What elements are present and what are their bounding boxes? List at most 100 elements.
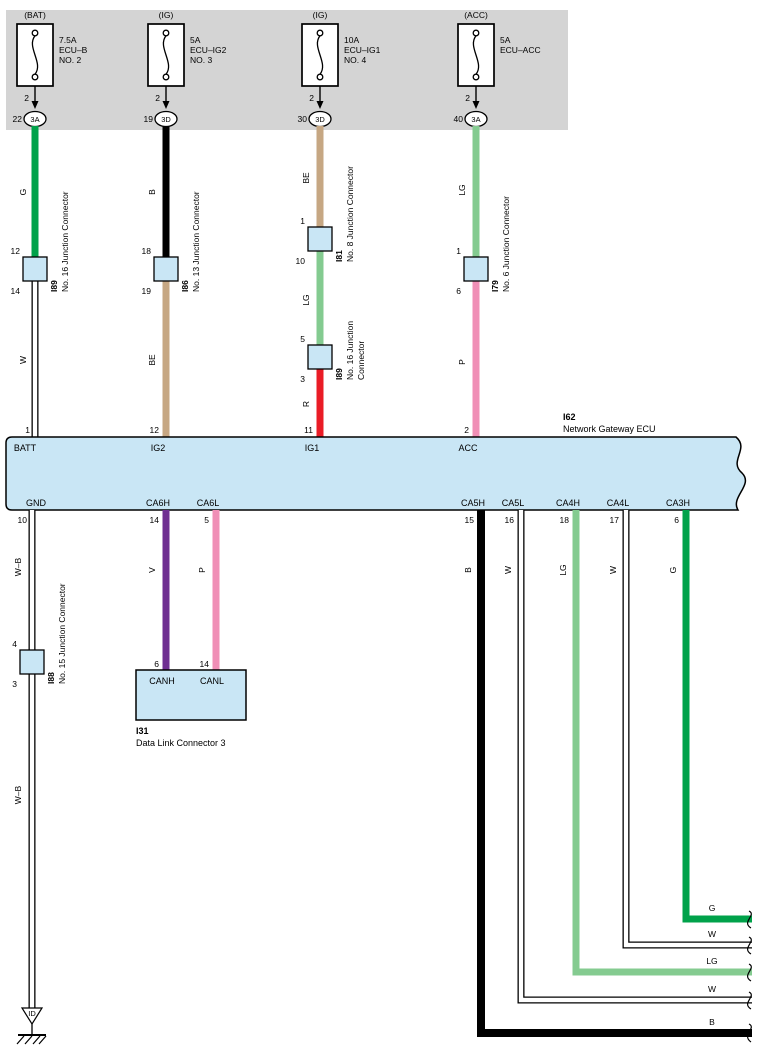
wire-ca4l-core xyxy=(623,510,752,948)
fuse-name: ECU–B xyxy=(59,45,88,55)
pin-number: 14 xyxy=(150,515,160,525)
wire-ca5l-white xyxy=(517,510,752,1004)
ecu-pin-label: IG1 xyxy=(305,443,320,453)
bus-wires: B W LG W G G W LG W B xyxy=(463,510,752,1043)
junction-box xyxy=(307,344,333,370)
wire-ca5h-black xyxy=(477,510,752,1037)
wire-beige xyxy=(162,281,170,437)
fuse-tag: (BAT) xyxy=(24,10,46,20)
wire-beige xyxy=(316,126,324,227)
pin-number: 15 xyxy=(465,515,475,525)
fuse-pin: 2 xyxy=(155,93,160,103)
pin-number: 1 xyxy=(25,425,30,435)
ecu-pin-label: CA6H xyxy=(146,498,170,508)
pin-number: 10 xyxy=(296,256,306,266)
fuse-name: ECU–ACC xyxy=(500,45,541,55)
exit-wire-label: LG xyxy=(706,956,717,966)
ecu-box xyxy=(5,436,747,511)
terminal-code: 3D xyxy=(161,115,171,124)
pin-number: 19 xyxy=(142,286,152,296)
wire-color-label: BE xyxy=(147,354,157,366)
fuse-rating: 10A xyxy=(344,35,359,45)
fuse-icon xyxy=(162,29,170,81)
terminal-number: 40 xyxy=(454,114,464,124)
fuse-number: NO. 4 xyxy=(344,55,366,65)
wire-green xyxy=(31,126,39,257)
ecu-block: I62 Network Gateway ECU BATT IG2 IG1 ACC… xyxy=(5,412,747,511)
junction-id: I89 xyxy=(49,280,59,292)
pin-number: 14 xyxy=(200,659,210,669)
wire-color-label: V xyxy=(147,567,157,573)
junction-i81: 1 10 I81 No. 8 Junction Connector xyxy=(296,166,355,266)
fuse-bat: (BAT) 7.5A ECU–B NO. 2 2 22 3A xyxy=(13,10,88,128)
wire-color-label: B xyxy=(147,189,157,195)
fuse-number: NO. 2 xyxy=(59,55,81,65)
ground-code: ID xyxy=(28,1009,36,1018)
junction-name: Connector xyxy=(356,341,366,380)
wire-light-green xyxy=(472,126,480,257)
wire-color-label: B xyxy=(463,567,473,573)
exit-wire-label: B xyxy=(709,1017,715,1027)
pin-number: 16 xyxy=(505,515,515,525)
fuse-tag: (IG) xyxy=(313,10,328,20)
fuse-icon xyxy=(31,29,39,81)
arrow-down-icon xyxy=(162,101,170,109)
fuse-rating: 5A xyxy=(500,35,511,45)
junction-name: No. 15 Junction Connector xyxy=(57,583,67,684)
wire-color-label: W xyxy=(503,566,513,574)
wire-color-label: LG xyxy=(558,564,568,575)
pin-number: 12 xyxy=(11,246,21,256)
exit-wire-label: G xyxy=(709,903,716,913)
fuse-icon xyxy=(472,29,480,81)
pin-number: 5 xyxy=(204,515,209,525)
fuse-rating: 5A xyxy=(190,35,201,45)
ecu-pin-label: CA5L xyxy=(502,498,525,508)
junction-i89: 12 14 I89 No. 16 Junction Connector xyxy=(11,191,70,296)
junction-box xyxy=(307,226,333,252)
wire-color-label: R xyxy=(301,401,311,407)
wire-red xyxy=(316,369,324,437)
circuit-batt: G W xyxy=(18,126,39,437)
wire-color-label: P xyxy=(457,359,467,365)
dlc-id: I31 xyxy=(136,726,149,736)
junction-id: I88 xyxy=(46,672,56,684)
terminal-code: 3D xyxy=(315,115,325,124)
wire-black xyxy=(162,126,170,257)
wire-pink xyxy=(212,510,220,670)
pin-number: 6 xyxy=(674,515,679,525)
wire-color-label: W xyxy=(18,356,28,364)
junction-id: I86 xyxy=(180,280,190,292)
arrow-down-icon xyxy=(31,101,39,109)
ecu-name: Network Gateway ECU xyxy=(563,424,656,434)
fuse-pin: 2 xyxy=(24,93,29,103)
junction-box xyxy=(22,256,48,282)
wire-color-label: G xyxy=(18,189,28,196)
wire-color-label: LG xyxy=(301,294,311,305)
wire-color-label: BE xyxy=(301,172,311,184)
ecu-pin-label: CA5H xyxy=(461,498,485,508)
exit-wire-label: W xyxy=(708,984,716,994)
pin-number: 5 xyxy=(300,334,305,344)
wire-ca5l-core xyxy=(518,510,752,1003)
pin-number: 2 xyxy=(464,425,469,435)
junction-box xyxy=(463,256,489,282)
pin-number: 18 xyxy=(560,515,570,525)
fuse-pin: 2 xyxy=(309,93,314,103)
junction-id: I81 xyxy=(334,250,344,262)
ecu-bottom-pins: 10 14 5 15 16 18 17 6 xyxy=(18,515,680,525)
circuit-gnd: W–B W–B 4 3 I88 No. 15 Junction Connecto… xyxy=(12,510,67,1045)
pin-number: 1 xyxy=(300,216,305,226)
terminal-code: 3A xyxy=(30,115,39,124)
pin-number: 4 xyxy=(12,639,17,649)
ecu-id: I62 xyxy=(563,412,576,422)
ecu-pin-label: BATT xyxy=(14,443,37,453)
junction-name: No. 16 Junction Connector xyxy=(60,191,70,292)
ecu-pin-label: CA6L xyxy=(197,498,220,508)
circuit-acc: LG P xyxy=(457,126,480,437)
exit-wire-label: W xyxy=(708,929,716,939)
fuse-acc: (ACC) 5A ECU–ACC 2 40 3A xyxy=(454,10,541,128)
junction-id: I79 xyxy=(490,280,500,292)
wire-color-label: LG xyxy=(457,184,467,195)
circuit-ig2: B BE xyxy=(147,126,170,437)
